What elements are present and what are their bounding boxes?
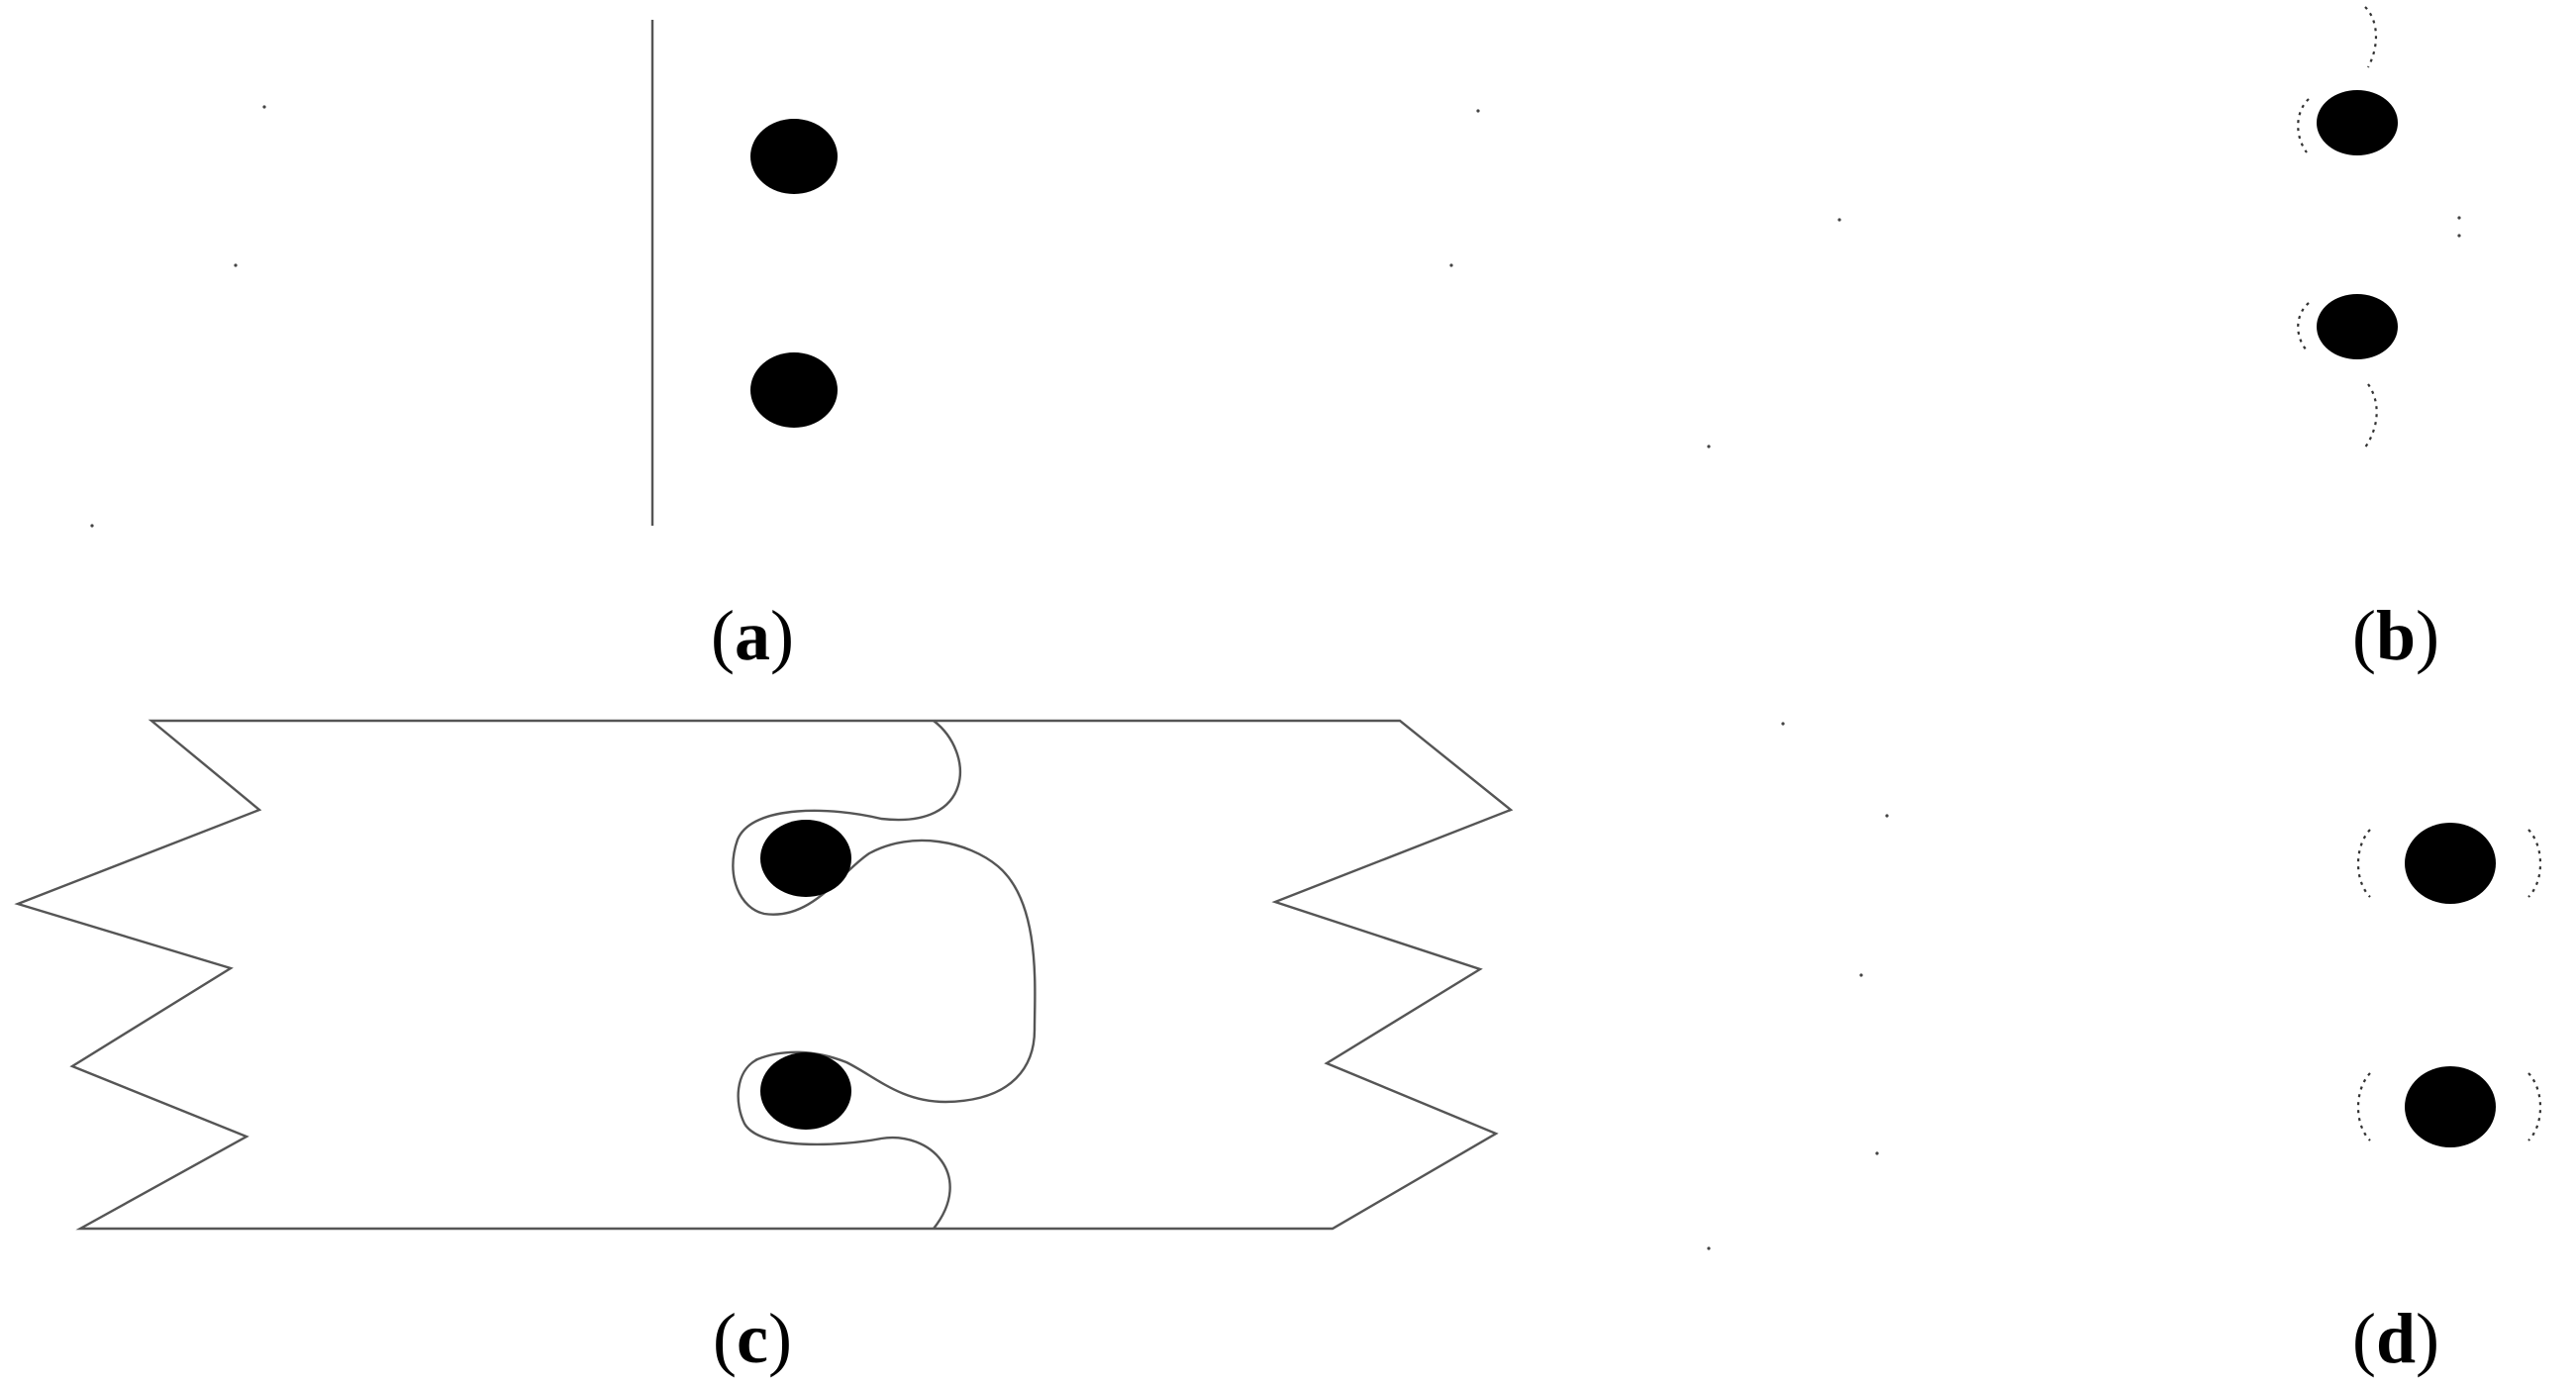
panel-d-crack-top-right xyxy=(2527,829,2541,898)
panel-b: (b) xyxy=(1449,6,2461,675)
panel-a-hole-bottom xyxy=(750,352,838,428)
panel-c-crack-path xyxy=(732,720,1037,1230)
panel-a-speck xyxy=(262,105,266,109)
panel-b-crack-bottom-left xyxy=(2297,302,2310,351)
panel-d: (d) xyxy=(1707,722,2541,1378)
panel-b-speck xyxy=(1476,109,1480,113)
panel-b-speck xyxy=(2457,234,2461,238)
panel-b-label: (b) xyxy=(2352,596,2439,675)
panel-b-speck xyxy=(1707,445,1711,448)
panel-b-crack-top-upper xyxy=(2364,6,2378,68)
panel-a-label: (a) xyxy=(711,596,794,675)
panel-c-label: (c) xyxy=(713,1299,792,1378)
panel-d-speck xyxy=(1859,973,1863,977)
panel-d-hole-bottom xyxy=(2405,1066,2496,1147)
panel-c-specimen-outline xyxy=(14,719,1514,1231)
panel-d-speck xyxy=(1885,814,1889,818)
panel-b-crack-top-left xyxy=(2297,98,2310,153)
panel-b-hole-top xyxy=(2317,90,2398,155)
panel-a: (a) xyxy=(90,20,838,675)
panel-c-hole-bottom xyxy=(760,1052,851,1130)
panel-d-label: (d) xyxy=(2352,1299,2439,1378)
panel-a-hole-top xyxy=(750,119,838,194)
panel-b-speck xyxy=(1449,263,1453,267)
panel-a-speck xyxy=(90,524,94,528)
panel-d-speck xyxy=(1707,1246,1711,1250)
panel-b-crack-bottom-lower xyxy=(2364,383,2378,448)
panel-d-crack-bottom-right xyxy=(2527,1072,2541,1141)
panel-b-speck xyxy=(1837,218,1841,222)
panel-d-speck xyxy=(1781,722,1785,726)
panel-d-crack-bottom-left xyxy=(2357,1072,2371,1141)
panel-c: (c) xyxy=(14,719,1514,1378)
panel-b-hole-bottom xyxy=(2317,294,2398,359)
panel-c-hole-top xyxy=(760,820,851,897)
panel-d-crack-top-left xyxy=(2357,829,2371,898)
panel-d-hole-top xyxy=(2405,823,2496,904)
panel-d-speck xyxy=(1875,1151,1879,1155)
panel-b-speck xyxy=(2457,216,2461,220)
panel-a-speck xyxy=(234,263,238,267)
